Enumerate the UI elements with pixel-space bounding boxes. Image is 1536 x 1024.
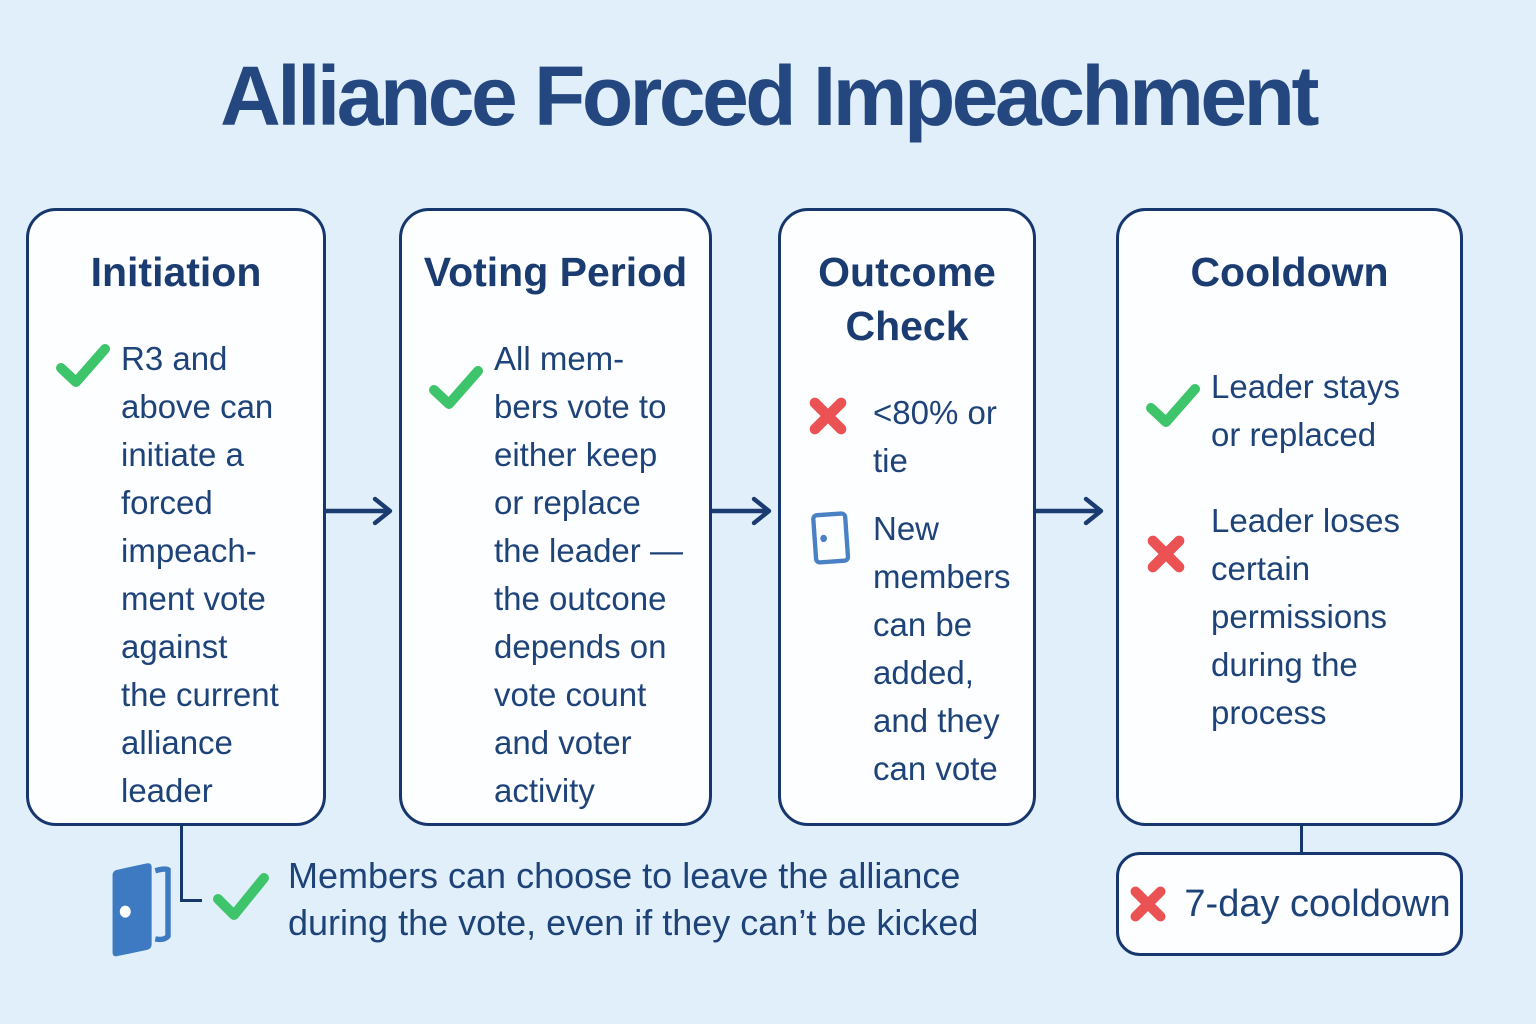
item-text: All mem- bers vote to either keep or rep… — [494, 340, 683, 810]
item-text: R3 and above can initiate a forced impea… — [121, 340, 279, 810]
check-icon — [55, 343, 121, 815]
cross-icon — [1145, 533, 1211, 737]
item-text: <80% or tie — [873, 394, 997, 480]
flow-arrow-2 — [709, 494, 774, 533]
flow-box-voting-period: Voting Period All mem- bers vote to eith… — [399, 208, 712, 826]
list-item: R3 and above can initiate a forced impea… — [55, 335, 317, 815]
list-item: Leader loses certain permissions during … — [1145, 497, 1454, 737]
cross-icon — [1128, 884, 1168, 924]
flow-box-cooldown: Cooldown Leader stays or replaced Leader… — [1116, 208, 1463, 826]
check-icon — [212, 872, 270, 927]
bottom-note-text: Members can choose to leave the alliance… — [288, 855, 979, 943]
box-heading-cooldown: Cooldown — [1190, 249, 1389, 295]
list-item: All mem- bers vote to either keep or rep… — [428, 335, 703, 815]
flow-box-outcome-check: Outcome Check <80% or tie New mem — [778, 208, 1036, 826]
list-item: New members can be added, and they can v… — [807, 505, 1027, 793]
flow-box-initiation: Initiation R3 and above can initiate a f… — [26, 208, 326, 826]
box-heading-outcome-check: Outcome Check — [818, 249, 996, 350]
item-text: Leader loses certain permissions during … — [1211, 502, 1400, 732]
check-icon — [428, 365, 494, 815]
cooldown-tag: 7-day cooldown — [1116, 852, 1463, 956]
cooldown-connector — [1300, 824, 1303, 854]
list-item: <80% or tie — [807, 389, 1027, 485]
item-text: Leader stays or replaced — [1211, 368, 1400, 454]
box-heading-initiation: Initiation — [90, 249, 262, 295]
item-text: New members can be added, and they can v… — [873, 510, 1011, 788]
cooldown-tag-label: 7-day cooldown — [1184, 882, 1451, 925]
flow-arrow-3 — [1033, 494, 1106, 533]
flow-arrow-1 — [322, 494, 395, 533]
check-icon — [1145, 383, 1211, 459]
elbow-connector — [180, 824, 202, 902]
box-heading-voting-period: Voting Period — [423, 249, 688, 295]
page-title: Alliance Forced Impeachment — [220, 49, 1319, 143]
door-open-icon — [98, 856, 178, 965]
cross-icon — [807, 395, 873, 485]
door-icon — [807, 507, 873, 793]
list-item: Leader stays or replaced — [1145, 363, 1454, 459]
